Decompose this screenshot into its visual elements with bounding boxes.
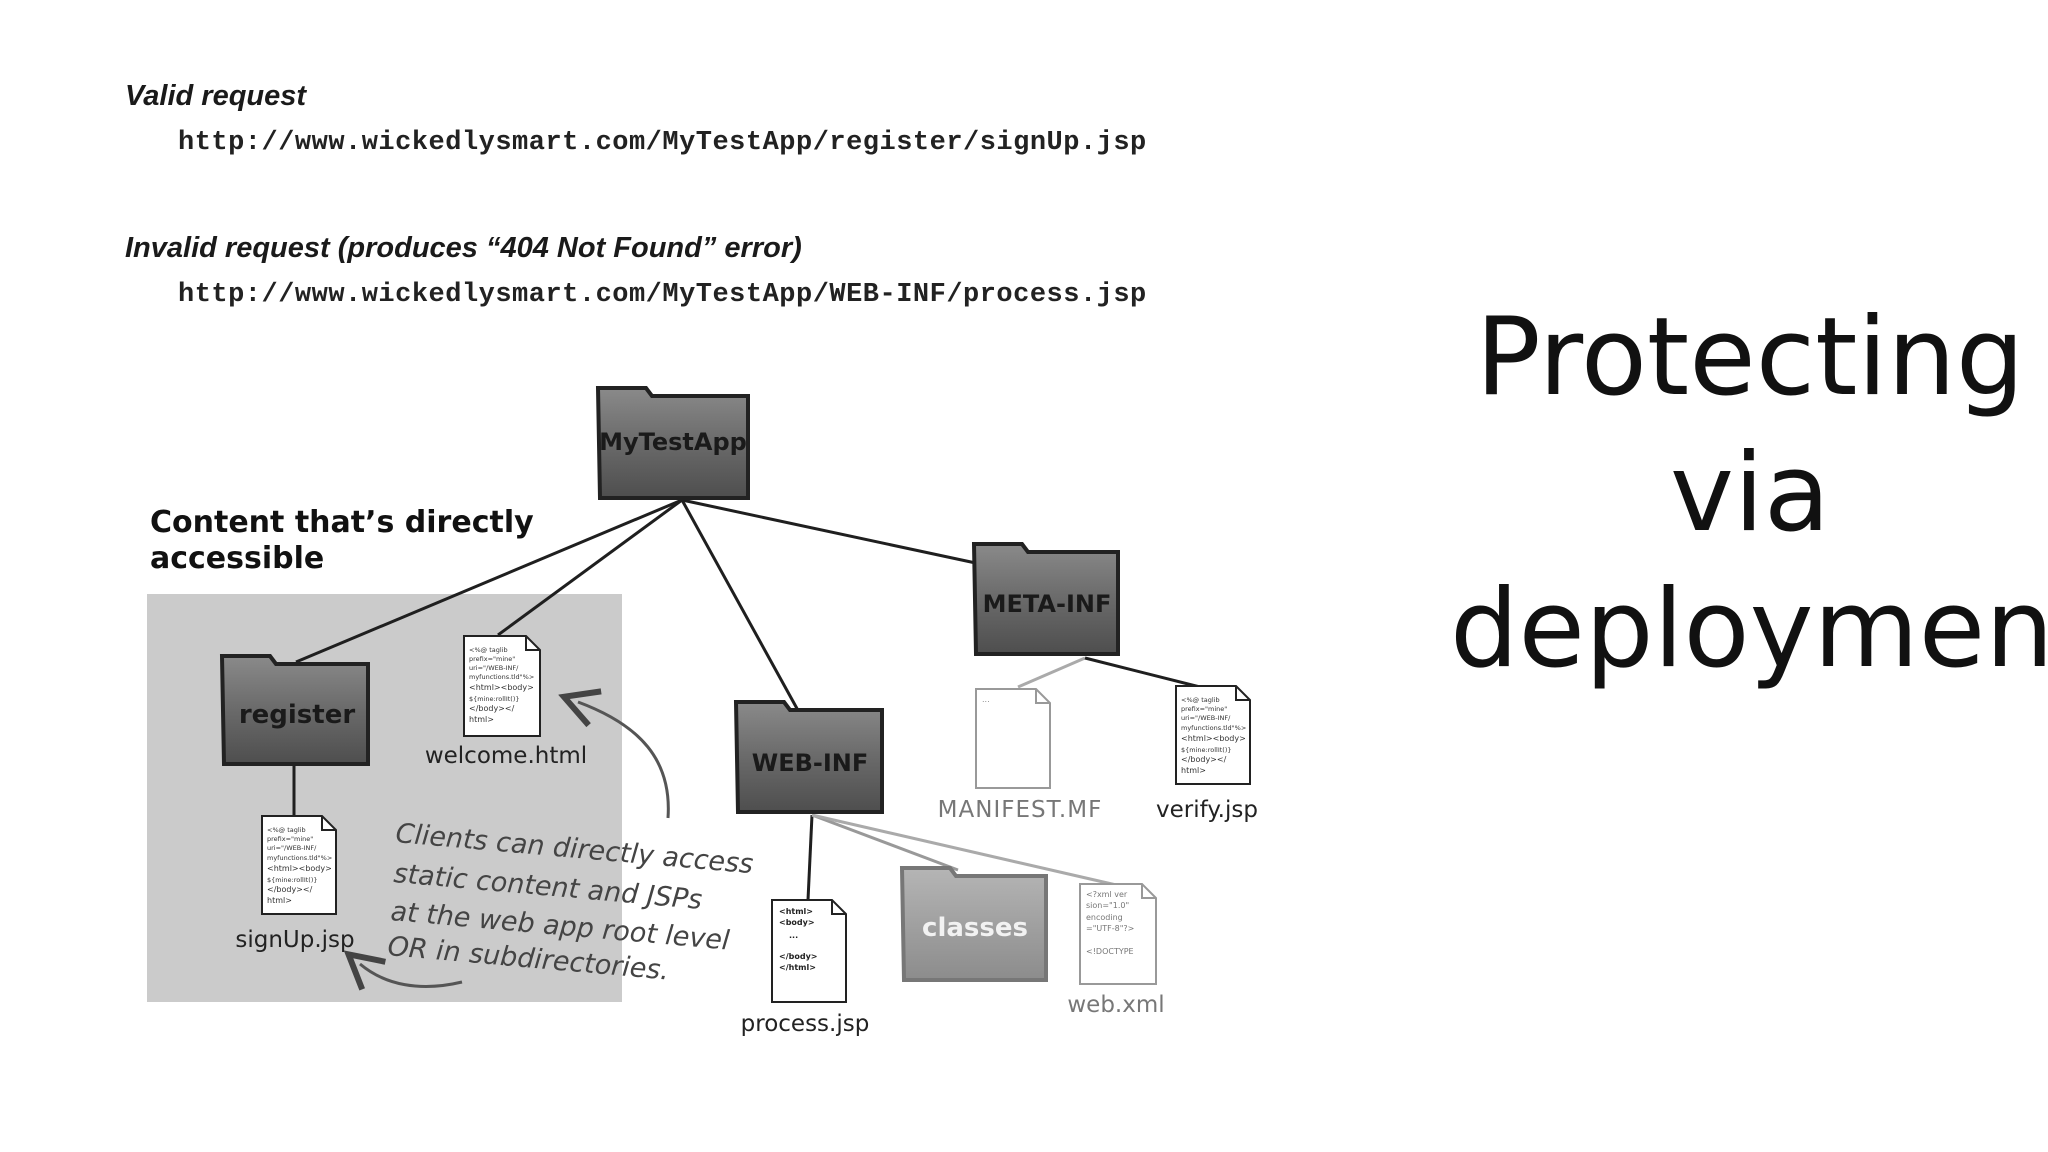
svg-text:<%@ taglib: <%@ taglib — [267, 826, 306, 834]
folder-meta-inf: META-INF — [971, 542, 1120, 656]
svg-text:<!DOCTYPE: <!DOCTYPE — [1086, 947, 1134, 956]
svg-text:</body></: </body></ — [469, 704, 515, 713]
signup-snippet: <%@ taglib prefix="mine" uri="/WEB-INF/ … — [267, 826, 332, 905]
svg-text:</body></: </body></ — [1181, 755, 1227, 764]
folder-register: register — [219, 654, 370, 766]
svg-text:myfunctions.tld"%>: myfunctions.tld"%> — [469, 673, 534, 681]
webxml-snippet: <?xml ver sion="1.0" encoding ="UTF-8"?>… — [1086, 890, 1134, 956]
verify-snippet: <%@ taglib prefix="mine" uri="/WEB-INF/ … — [1181, 696, 1246, 775]
svg-text:${mine:rollIt()}: ${mine:rollIt()} — [469, 695, 520, 703]
handwritten-note: Clients can directly access static conte… — [386, 818, 754, 986]
svg-text:<html>: <html> — [779, 907, 813, 916]
folder-register-label: register — [239, 700, 356, 730]
slide-title: Protecting via deployment — [1450, 290, 2048, 698]
svg-text:<%@ taglib: <%@ taglib — [469, 646, 508, 654]
svg-text:</html>: </html> — [779, 963, 816, 972]
svg-text:${mine:rollIt()}: ${mine:rollIt()} — [1181, 746, 1232, 754]
svg-text:myfunctions.tld"%>: myfunctions.tld"%> — [1181, 724, 1246, 732]
title-line-2: via — [1669, 431, 1831, 556]
process-snippet: <html> <body> ... </body> </html> — [779, 907, 818, 972]
svg-text:</body>: </body> — [779, 952, 818, 961]
file-signup-jsp: <%@ taglib prefix="mine" uri="/WEB-INF/ … — [235, 815, 355, 953]
file-manifest-label: MANIFEST.MF — [938, 797, 1103, 823]
file-web-xml: <?xml ver sion="1.0" encoding ="UTF-8"?>… — [1067, 883, 1165, 1018]
svg-text:html>: html> — [1181, 766, 1206, 775]
folder-meta-inf-label: META-INF — [983, 590, 1112, 618]
svg-text:encoding: encoding — [1086, 913, 1123, 922]
svg-text:uri="/WEB-INF/: uri="/WEB-INF/ — [1181, 714, 1231, 722]
valid-request-label: Valid request — [125, 80, 307, 112]
svg-text:myfunctions.tld"%>: myfunctions.tld"%> — [267, 854, 332, 862]
svg-text:${mine:rollIt()}: ${mine:rollIt()} — [267, 876, 318, 884]
manifest-snippet: ... — [982, 695, 990, 704]
file-welcome-html: <%@ taglib prefix="mine" uri="/WEB-INF/ … — [425, 635, 587, 769]
title-line-1: Protecting — [1475, 295, 2025, 420]
arrow-to-welcome — [578, 702, 670, 819]
folder-classes-label: classes — [922, 913, 1028, 943]
invalid-request-label: Invalid request (produces “404 Not Found… — [125, 232, 802, 264]
file-process-label: process.jsp — [741, 1011, 870, 1037]
folder-web-inf: WEB-INF — [733, 700, 884, 814]
tree-connectors — [292, 498, 1201, 901]
invalid-request-url: http://www.wickedlysmart.com/MyTestApp/W… — [178, 280, 1147, 310]
file-manifest-mf: ... MANIFEST.MF — [938, 688, 1103, 823]
arrow-to-signup — [360, 964, 463, 986]
svg-text:uri="/WEB-INF/: uri="/WEB-INF/ — [469, 664, 519, 672]
svg-text:<html><body>: <html><body> — [267, 864, 332, 873]
accessible-heading-line-1: Content that’s directly — [150, 505, 534, 540]
svg-text:sion="1.0": sion="1.0" — [1086, 901, 1129, 910]
title-line-3: deployment — [1450, 567, 2048, 692]
folder-web-inf-label: WEB-INF — [752, 749, 869, 777]
svg-text:uri="/WEB-INF/: uri="/WEB-INF/ — [267, 844, 317, 852]
folder-mytestapp-label: MyTestApp — [599, 428, 747, 456]
welcome-snippet: <%@ taglib prefix="mine" uri="/WEB-INF/ … — [469, 646, 534, 724]
svg-text:html>: html> — [267, 896, 292, 905]
svg-text:prefix="mine": prefix="mine" — [267, 835, 313, 843]
directory-tree-diagram: Content that’s directly accessible MyTes… — [147, 386, 1258, 1037]
accessible-heading-line-2: accessible — [150, 541, 324, 576]
svg-text:<?xml ver: <?xml ver — [1086, 890, 1128, 899]
svg-text:...: ... — [789, 931, 798, 940]
folder-classes: classes — [899, 866, 1048, 982]
svg-text:prefix="mine": prefix="mine" — [1181, 705, 1227, 713]
svg-text:</body></: </body></ — [267, 885, 313, 894]
folder-mytestapp: MyTestApp — [595, 386, 750, 500]
file-webxml-label: web.xml — [1067, 992, 1164, 1018]
svg-text:prefix="mine": prefix="mine" — [469, 655, 515, 663]
valid-request-url: http://www.wickedlysmart.com/MyTestApp/r… — [178, 128, 1147, 158]
svg-text:<html><body>: <html><body> — [1181, 734, 1246, 743]
file-verify-label: verify.jsp — [1156, 797, 1258, 823]
svg-text:html>: html> — [469, 715, 494, 724]
svg-text:<html><body>: <html><body> — [469, 683, 534, 692]
file-process-jsp: <html> <body> ... </body> </html> proces… — [741, 899, 870, 1037]
file-welcome-label: welcome.html — [425, 743, 587, 769]
svg-text:="UTF-8"?>: ="UTF-8"?> — [1086, 924, 1134, 933]
file-signup-label: signUp.jsp — [235, 927, 354, 953]
file-verify-jsp: <%@ taglib prefix="mine" uri="/WEB-INF/ … — [1156, 685, 1258, 823]
svg-text:<%@ taglib: <%@ taglib — [1181, 696, 1220, 704]
svg-text:<body>: <body> — [779, 918, 815, 927]
